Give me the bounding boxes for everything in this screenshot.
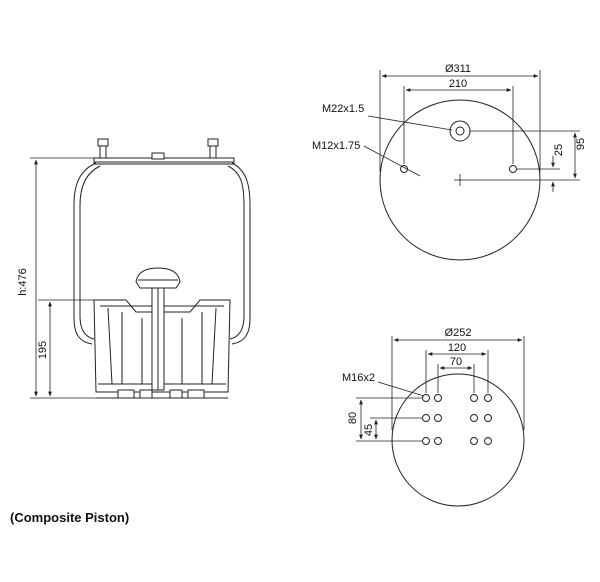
bottom-plate-circle (391, 373, 525, 507)
bolt-hole (484, 437, 492, 445)
center-thread-label: M22x1.5 (322, 103, 364, 115)
bolt-hole (484, 394, 492, 402)
piston-type-caption: (Composite Piston) (10, 510, 130, 525)
bottom-spacing-outer-label: 120 (448, 342, 466, 354)
top-stud-right (207, 138, 219, 159)
bolt-hole (470, 394, 478, 402)
stud-hole-right (509, 165, 517, 173)
side-view (30, 138, 251, 399)
bolt-hole (422, 437, 430, 445)
bolt-hole (484, 414, 492, 422)
bolt-hole (470, 437, 478, 445)
bolt-hole (434, 394, 442, 402)
vertical-inner-label: 45 (363, 424, 375, 436)
air-fitting (151, 152, 165, 160)
bottom-plate-view (356, 336, 525, 507)
top-plate-hole-spacing-label: 210 (449, 78, 467, 90)
bellows-outline (73, 162, 251, 345)
bottom-plate-diameter-label: Ø252 (445, 327, 472, 339)
center-bore-outer (449, 120, 471, 142)
bump-stop (135, 267, 181, 391)
top-plate-diameter-label: Ø311 (445, 63, 471, 75)
bolt-hole (422, 394, 430, 402)
height-dimension-label: h:476 (17, 268, 29, 296)
top-plate-view (363, 70, 580, 261)
side-thread-label: M12x1.75 (312, 140, 360, 152)
bolt-hole (434, 414, 442, 422)
bolt-hole (470, 414, 478, 422)
bolt-hole (422, 414, 430, 422)
vertical-outer-label: 80 (347, 412, 359, 424)
top-stud-left (97, 138, 109, 159)
center-bore-inner (455, 126, 465, 136)
piston-height-dimension-label: 195 (37, 341, 49, 359)
bottom-spacing-inner-label: 70 (450, 356, 462, 368)
bolt-holes (422, 394, 492, 445)
offset-large-label: 95 (575, 138, 587, 150)
bolt-hole (434, 437, 442, 445)
offset-small-label: 25 (553, 144, 565, 156)
bottom-thread-label: M16x2 (342, 372, 375, 384)
